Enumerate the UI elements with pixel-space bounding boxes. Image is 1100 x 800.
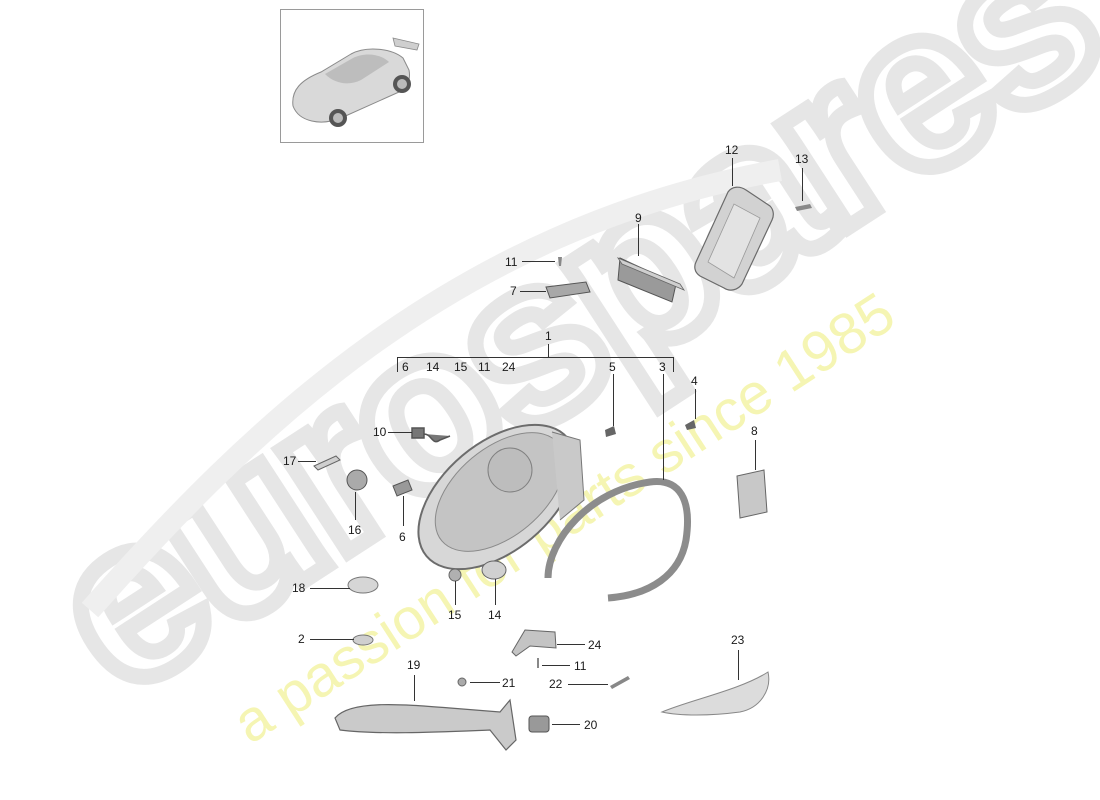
part-23-side-marker[interactable] — [660, 671, 770, 716]
part-10-connector[interactable] — [411, 427, 451, 443]
leader-15 — [455, 581, 456, 605]
part-22-screw[interactable] — [610, 676, 630, 689]
callout-10[interactable]: 10 — [373, 425, 387, 439]
callout-21[interactable]: 21 — [502, 676, 516, 690]
callout-16[interactable]: 16 — [348, 523, 362, 537]
leader-3 — [663, 374, 664, 480]
part-17-gasket[interactable] — [313, 455, 341, 471]
part-5-bulb[interactable] — [605, 426, 616, 437]
part-11-screw-top[interactable] — [558, 257, 562, 266]
callout-4[interactable]: 4 — [691, 374, 698, 388]
group-sub-24[interactable]: 24 — [502, 360, 516, 374]
part-11-screw-lower[interactable] — [537, 658, 539, 668]
leader-23 — [738, 650, 739, 680]
callout-18[interactable]: 18 — [292, 581, 306, 595]
part-3-trim-ring[interactable] — [544, 478, 691, 602]
part-9-bracket[interactable] — [616, 257, 686, 303]
leader-18 — [310, 588, 350, 589]
leader-4 — [695, 389, 696, 419]
part-16-socket[interactable] — [346, 469, 368, 491]
bracket-stem — [548, 344, 549, 357]
callout-11-top[interactable]: 11 — [505, 255, 518, 269]
bracket-left-tick — [397, 357, 398, 372]
callout-22[interactable]: 22 — [549, 677, 563, 691]
leader-19 — [414, 675, 415, 701]
leader-10 — [388, 432, 412, 433]
part-21-nut[interactable] — [457, 677, 467, 687]
callout-2[interactable]: 2 — [298, 632, 305, 646]
callout-23[interactable]: 23 — [731, 633, 745, 647]
car-icon — [292, 37, 420, 127]
part-6-bulb[interactable] — [392, 479, 413, 497]
leader-8 — [755, 440, 756, 470]
leader-5 — [613, 374, 614, 426]
callout-11-lower[interactable]: 11 — [574, 659, 587, 673]
callout-14[interactable]: 14 — [488, 608, 502, 622]
callout-1[interactable]: 1 — [545, 329, 552, 343]
leader-17 — [298, 461, 316, 462]
leader-6 — [403, 496, 404, 526]
callout-6[interactable]: 6 — [399, 530, 406, 544]
part-20-socket[interactable] — [528, 715, 550, 733]
vehicle-thumbnail[interactable] — [280, 9, 424, 143]
leader-7 — [520, 291, 546, 292]
callout-13[interactable]: 13 — [795, 152, 809, 166]
part-13-screw[interactable] — [795, 204, 812, 211]
part-4-bulb[interactable] — [685, 420, 696, 430]
callout-9[interactable]: 9 — [635, 211, 642, 225]
leader-11b — [542, 665, 570, 666]
part-15-cap[interactable] — [448, 568, 462, 582]
callout-15[interactable]: 15 — [448, 608, 462, 622]
leader-20 — [552, 724, 580, 725]
leader-11a — [522, 261, 555, 262]
part-8-control-unit[interactable] — [736, 469, 768, 519]
callout-17[interactable]: 17 — [283, 454, 297, 468]
part-2-grommet[interactable] — [352, 634, 374, 646]
group-sub-11[interactable]: 11 — [478, 360, 491, 374]
part-18-cap[interactable] — [347, 576, 379, 594]
callout-24[interactable]: 24 — [588, 638, 602, 652]
part-headlight-housing[interactable] — [392, 396, 602, 597]
part-19-drl[interactable] — [334, 698, 517, 751]
leader-16 — [355, 492, 356, 520]
callout-20[interactable]: 20 — [584, 718, 598, 732]
part-24-actuator[interactable] — [511, 629, 557, 657]
bracket-top-line — [397, 357, 674, 358]
leader-24 — [557, 644, 585, 645]
part-12-cover[interactable] — [694, 186, 774, 291]
group-sub-5[interactable]: 5 — [609, 360, 616, 374]
callout-8[interactable]: 8 — [751, 424, 758, 438]
leader-13 — [802, 168, 803, 201]
group-sub-14[interactable]: 14 — [426, 360, 440, 374]
leader-21 — [470, 682, 500, 683]
leader-9 — [638, 224, 639, 256]
part-14-cap[interactable] — [481, 560, 507, 580]
callout-12[interactable]: 12 — [725, 143, 739, 157]
leader-22 — [568, 684, 608, 685]
group-sub-15[interactable]: 15 — [454, 360, 468, 374]
leader-2 — [310, 639, 354, 640]
leader-12 — [732, 158, 733, 186]
bracket-right-tick — [673, 357, 674, 372]
callout-19[interactable]: 19 — [407, 658, 421, 672]
leader-14 — [495, 579, 496, 605]
group-sub-3[interactable]: 3 — [659, 360, 666, 374]
callout-7[interactable]: 7 — [510, 284, 517, 298]
group-sub-6[interactable]: 6 — [402, 360, 409, 374]
part-7-module[interactable] — [545, 281, 591, 299]
